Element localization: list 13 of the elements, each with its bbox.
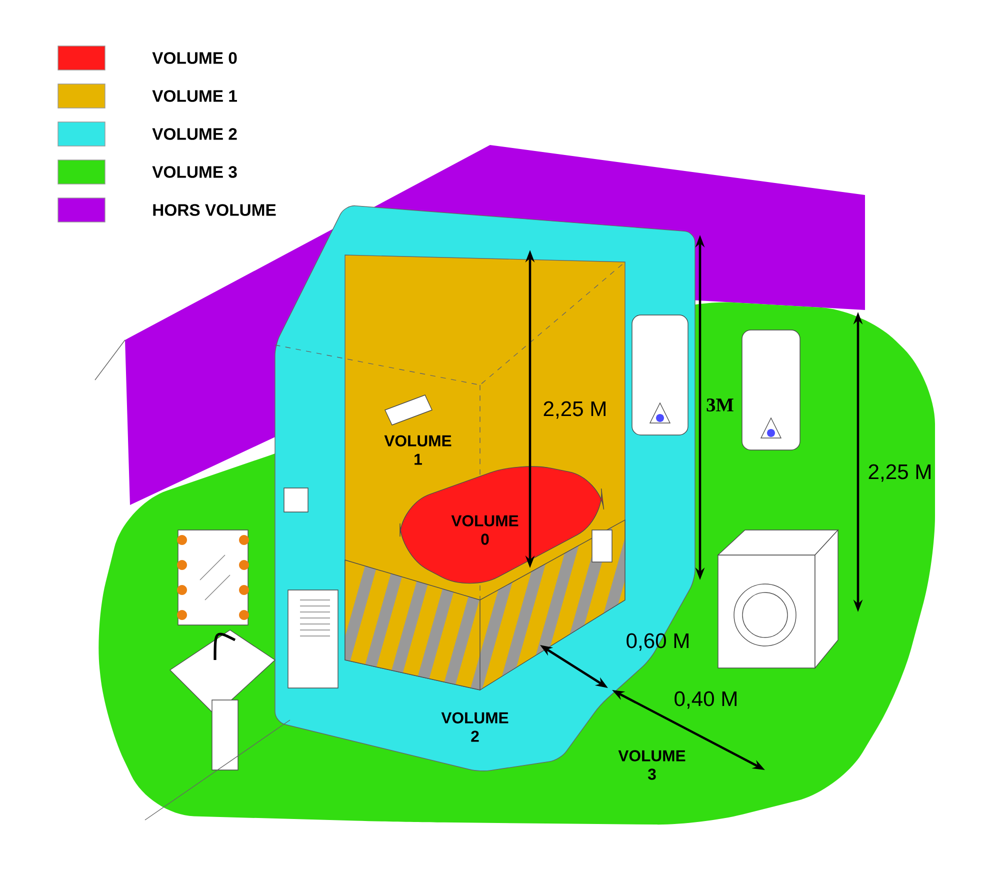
zone-label: VOLUME 1 bbox=[384, 435, 452, 465]
legend-label: VOLUME 1 bbox=[152, 90, 237, 102]
zone-label: VOLUME 3 bbox=[618, 750, 686, 780]
legend-label: VOLUME 2 bbox=[152, 128, 237, 140]
dimension-label: 3M bbox=[706, 398, 734, 412]
dimension-label: 2,25 M bbox=[544, 401, 606, 419]
zone-label: VOLUME 0 bbox=[451, 515, 518, 545]
legend-label: HORS VOLUME bbox=[153, 204, 276, 216]
legend-label: VOLUME 3 bbox=[152, 166, 237, 178]
dimension-label: 0,40 M bbox=[674, 691, 736, 709]
dimension-label: 2,25 M bbox=[868, 464, 930, 482]
legend-label: VOLUME 0 bbox=[152, 52, 237, 64]
zone-label: VOLUME 2 bbox=[441, 712, 508, 742]
